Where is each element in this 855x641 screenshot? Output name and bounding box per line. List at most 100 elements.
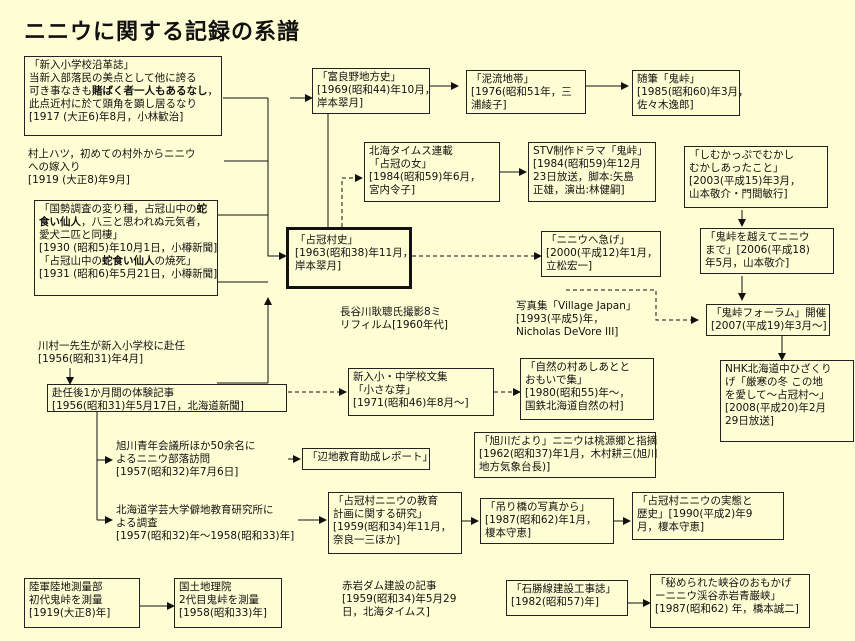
node-text: まで」[2006(平成18) [705, 244, 810, 256]
node-text-line: 地方気象台長)] [479, 461, 651, 474]
node-23: 新入小・中学校文集「小さな芽」[1971(昭和46)年8月～] [348, 368, 494, 416]
node-27: 「占冠村ニニウの教育計画に関する研究」[1959(昭和34)年11月，奈良一三ほ… [328, 492, 462, 554]
node-text-line: 佐々木逸郎] [637, 99, 735, 112]
node-text: [1985(昭和60)年3月， [637, 86, 749, 98]
node-18: 「ニニウへ急げ」[2000(平成12)年1月，立松宏一] [541, 231, 661, 277]
node-text: 「占冠村ニニウの実態と [637, 495, 753, 507]
node-text-line: 陸軍陸地測量部 [29, 581, 135, 594]
node-text: 「しむかっぷでむかし [689, 149, 794, 161]
node-25: 「旭川だより」ニニウは桃源郷と指摘[1962(昭和37)年1月，木村耕三(旭川地… [474, 432, 658, 478]
node-text: 愛犬二匹と同棲」 [39, 229, 123, 241]
node-text-line: おもいで集」 [525, 374, 649, 387]
node-text: 「占冠村史」 [295, 234, 358, 246]
node-text: 「富良野地方史」 [317, 71, 401, 83]
node-text: を愛して～占冠村～」 [725, 389, 830, 401]
node-text: 「鬼峠フォーラム」開催 [711, 307, 827, 319]
node-text: 「国勢調査の変り種，占冠山中の [39, 203, 197, 215]
node-26: 「辺地教育助成レポート」 [302, 448, 433, 470]
node-text-line: 赤岩ダム建設の記事 [342, 580, 468, 593]
node-text: 赴任後1か月間の体験記事 [52, 387, 175, 399]
node-text: 「石勝線建設工事誌」 [511, 583, 616, 595]
node-text: 「小さな芽」 [353, 384, 416, 396]
node-text: [2008(平成20)年2月 [725, 402, 827, 414]
node-text: ーニニウ渓谷赤岩青巌峡」 [655, 590, 781, 602]
node-text: 新入小・中学校文集 [353, 371, 448, 383]
node-text-line: [1985(昭和60)年3月， [637, 86, 749, 99]
node-24: 「自然の村あしあととおもいで集」[1980(昭和55)年～，国鉄北海道自然の村] [520, 358, 654, 420]
node-text-line: [2000(平成12)年1月， [546, 247, 658, 260]
node-text-line: 村上ハツ，初めての村外からニニウ [28, 148, 220, 161]
node-text-line: 可き事なきも賭ばく者一人もあるなし， [29, 85, 219, 98]
node-text-line: 北海道学芸大学僻地教育研究所に [116, 504, 318, 517]
node-text-line: [1958(昭和33)年] [179, 607, 277, 620]
node-12: 「泥流地帯」[1976(昭和51年，三浦綾子] [466, 70, 586, 114]
node-text: [1957(昭和32)年7月6日] [116, 466, 239, 478]
node-22: NHK北海道中ひざくりげ「厳寒の冬 この地を愛して～占冠村～」[2008(平成2… [720, 360, 854, 442]
node-text: への嫁入り [28, 161, 81, 173]
node-2: 村上ハツ，初めての村外からニニウへの嫁入り[1919 (大正8)年9月] [24, 146, 224, 190]
node-text-line: [2003(平成15)年3月， [689, 175, 823, 188]
node-text: 佐々木逸郎] [637, 99, 694, 111]
node-text-line: 川村一先生が新入小学校に赴任 [38, 340, 250, 353]
node-text-line: 「自然の村あしあとと [525, 361, 649, 374]
node-text-line: [1930 (昭和5)年10月1日，小樽新聞] [39, 242, 217, 255]
node-21: 「鬼峠フォーラム」開催[2007(平成19)年3月～] [706, 304, 830, 336]
node-text: [1971(昭和46)年8月～] [353, 397, 469, 409]
node-text: 29日放送] [725, 415, 774, 427]
node-text-line: 随筆「鬼峠」 [637, 73, 735, 86]
node-7: 北海道学芸大学僻地教育研究所による調査[1957(昭和32)年～1958(昭和3… [112, 502, 322, 546]
node-text: [1957(昭和32)年～1958(昭和33)年] [116, 530, 295, 542]
node-text-line: 「石勝線建設工事誌」 [511, 583, 623, 596]
node-text: 日，北海タイムス] [342, 606, 430, 618]
node-text-line: 赴任後1か月間の体験記事 [52, 387, 282, 400]
node-text: 国土地理院 [179, 581, 232, 593]
node-text: 赤岩ダム建設の記事 [342, 580, 437, 592]
node-text: 年5月，山本敬介] [705, 257, 790, 269]
node-text-line: 国鉄北海道自然の村] [525, 400, 649, 413]
node-text-line: [1919(大正8)年] [29, 607, 135, 620]
node-text: [2007(平成19)年3月～] [711, 320, 827, 332]
node-text-line: 初代鬼峠を測量 [29, 594, 135, 607]
node-5: 赴任後1か月間の体験記事[1956(昭和31)年5月17日，北海道新聞] [47, 384, 287, 412]
node-text: 北海道学芸大学僻地教育研究所に [116, 504, 274, 516]
node-text-line: 岸本翠月] [295, 260, 403, 273]
node-28: 「吊り橋の写真から」[1987(昭和62)年1月，榎本守恵] [480, 498, 614, 544]
node-text: 宮内令子] [369, 184, 416, 196]
node-text: リフィルム[1960年代] [340, 319, 448, 331]
node-text-line: まで」[2006(平成18) [705, 244, 829, 257]
node-text-line: 此点近村に於て頭角を顕し居るなり [29, 98, 217, 111]
node-text: 奈良一三ほか] [333, 534, 401, 546]
node-text-line: への嫁入り [28, 161, 220, 174]
node-text: 旭川青年会議所ほか50余名に [116, 440, 256, 452]
node-20: 写真集「Village Japan」[1993(平成5)年，Nicholas D… [512, 298, 652, 344]
node-text-line: 「占冠村ニニウの教育 [333, 495, 457, 508]
node-text: [1959(昭和34)年11月， [333, 521, 452, 533]
node-text: 23日放送，脚本:矢島 [533, 171, 634, 183]
node-text: Nicholas DeVore III] [516, 326, 619, 338]
node-text: [1987(昭和62)年1月， [485, 514, 597, 526]
node-text: 北海タイムス連載 [369, 145, 453, 157]
node-text-line: 旭川青年会議所ほか50余名に [116, 440, 288, 453]
node-text: 「旭川だより」ニニウは桃源郷と指摘 [479, 435, 658, 447]
node-text-line: 「ニニウへ急げ」 [546, 234, 656, 247]
node-4: 川村一先生が新入小学校に赴任[1956(昭和31)年4月] [34, 338, 254, 368]
node-text-line: 「占冠山中の蛇食い仙人の焼死」 [39, 255, 213, 268]
node-text-line: [1987(昭和62) 年，橋本誠二] [655, 603, 805, 616]
node-text-line: [1984(昭和59)年6月， [369, 171, 495, 184]
node-11: 「富良野地方史」[1969(昭和44)年10月，岸本翠月] [312, 68, 435, 114]
node-19: 長谷川耿聰氏撮影8ミリフィルム[1960年代] [336, 304, 476, 334]
node-text: 長谷川耿聰氏撮影8ミ [340, 306, 442, 318]
node-text-line: [1956(昭和31)年4月] [38, 353, 250, 366]
node-text-line: むかしあったこと」 [689, 162, 823, 175]
node-text: ， [207, 85, 219, 97]
node-text-line: 「富良野地方史」 [317, 71, 425, 84]
node-16: 「しむかっぷでむかしむかしあったこと」[2003(平成15)年3月，山本敬介・門… [684, 146, 828, 208]
node-text-line: 宮内令子] [369, 184, 495, 197]
node-text: [1919 (大正8)年9月] [28, 174, 130, 186]
node-text-line: 「鬼峠フォーラム」開催 [711, 307, 827, 320]
node-text-line: 「新入小学校沿革誌」 [29, 59, 217, 72]
node-text: 陸軍陸地測量部 [29, 581, 103, 593]
node-text: [2003(平成15)年3月， [689, 175, 801, 187]
node-text: むかしあったこと」 [689, 162, 784, 174]
